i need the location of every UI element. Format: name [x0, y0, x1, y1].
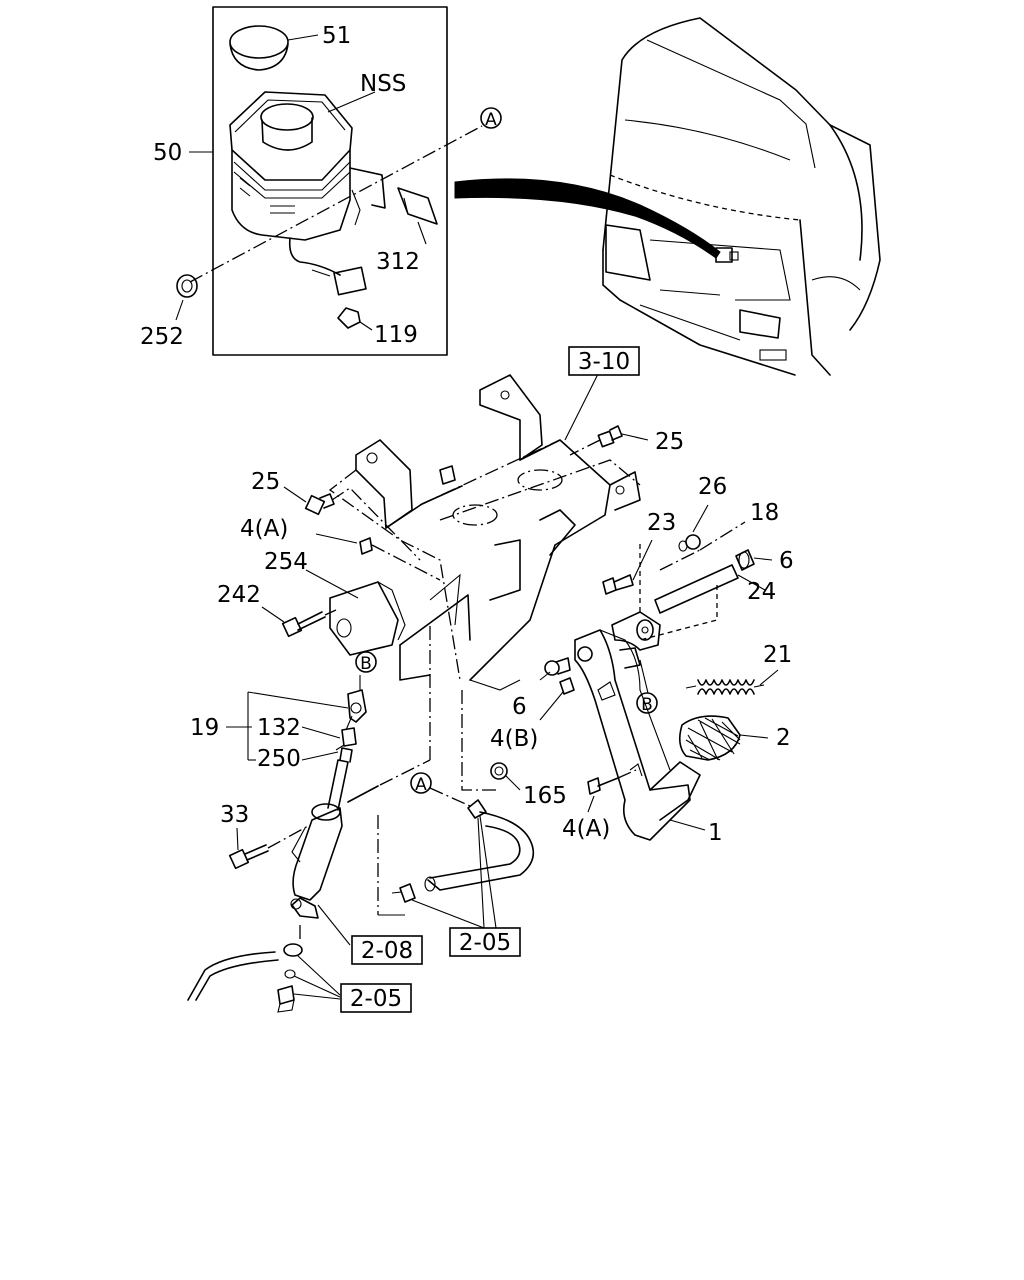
nut-26 [678, 504, 709, 552]
label-242: 242 [217, 582, 261, 608]
label-250: 250 [257, 746, 301, 772]
ref-box-2-05-lower [340, 983, 412, 1013]
pedal-pad-2 [678, 715, 769, 761]
label-132: 132 [257, 715, 301, 741]
bolt-242 [261, 606, 337, 638]
master-cylinder [290, 625, 431, 946]
pivot-shaft-24 [654, 564, 766, 614]
label-23: 23 [647, 510, 676, 536]
lower-pipe-assembly [187, 925, 341, 1013]
bracket-254 [305, 569, 406, 656]
label-1: 1 [708, 820, 723, 846]
reservoir-inset [189, 6, 483, 356]
label-19: 19 [190, 715, 219, 741]
label-21: 21 [763, 642, 792, 668]
bolt-33 [228, 824, 311, 870]
truck-cab-illustration [454, 17, 881, 376]
bolt-4a-lower [587, 769, 637, 813]
label-25-right: 25 [655, 429, 684, 455]
label-4b: 4(B) [490, 726, 538, 752]
label-2: 2 [776, 725, 791, 751]
ref-box-3-10 [568, 346, 640, 376]
bolt-23 [602, 539, 653, 595]
label-252: 252 [140, 324, 184, 350]
reservoir-cap [229, 25, 319, 71]
label-4a-upper: 4(A) [240, 516, 288, 542]
label-165: 165 [523, 783, 567, 809]
label-312: 312 [376, 249, 420, 275]
svg-text:B: B [360, 654, 372, 674]
label-4a-lower: 4(A) [562, 816, 610, 842]
marker-b-right: B [636, 692, 658, 715]
bushing-6-right [735, 549, 773, 571]
marker-a-lower: A [410, 772, 471, 807]
label-25-left: 25 [251, 469, 280, 495]
nut-165 [461, 690, 521, 791]
pedal-bracket [328, 373, 641, 691]
label-119: 119 [374, 322, 418, 348]
label-ref-2-05-lower: 2-05 [350, 986, 402, 1012]
brake-pedal-arm [574, 629, 706, 841]
label-26: 26 [698, 474, 727, 500]
bracket-312 [397, 187, 438, 245]
bolt-4a-upper [315, 533, 441, 581]
label-18: 18 [750, 500, 779, 526]
svg-text:A: A [485, 110, 497, 130]
ref-box-2-08 [351, 935, 423, 965]
label-50: 50 [153, 140, 182, 166]
ref-box-2-05-upper [449, 927, 521, 957]
svg-text:A: A [415, 775, 427, 795]
hose-assembly [377, 799, 535, 929]
label-24: 24 [747, 579, 776, 605]
label-ref-3-10: 3-10 [578, 349, 630, 375]
label-51: 51 [322, 23, 351, 49]
marker-b-left: B [355, 651, 377, 674]
label-254: 254 [264, 549, 308, 575]
bolt-25-right [569, 425, 649, 456]
svg-text:B: B [641, 695, 653, 715]
pedal-clevis [611, 540, 718, 694]
return-spring-21 [685, 669, 779, 695]
bushing-6-left [539, 657, 571, 681]
label-nss: NSS [360, 71, 406, 97]
label-ref-2-05-upper: 2-05 [459, 930, 511, 956]
bolt-25-left [283, 486, 421, 561]
marker-a-upper: A [480, 107, 502, 130]
pin-18 [659, 521, 746, 571]
group-19-bracket [226, 691, 349, 761]
nut-250 [335, 727, 357, 751]
label-ref-2-08: 2-08 [361, 938, 413, 964]
clevis-132 [345, 675, 367, 731]
bolt-4b [539, 677, 575, 721]
label-6-left: 6 [512, 694, 527, 720]
label-6-right: 6 [779, 548, 794, 574]
nut-252 [175, 274, 198, 321]
label-33: 33 [220, 802, 249, 828]
reservoir-tank [189, 91, 386, 331]
